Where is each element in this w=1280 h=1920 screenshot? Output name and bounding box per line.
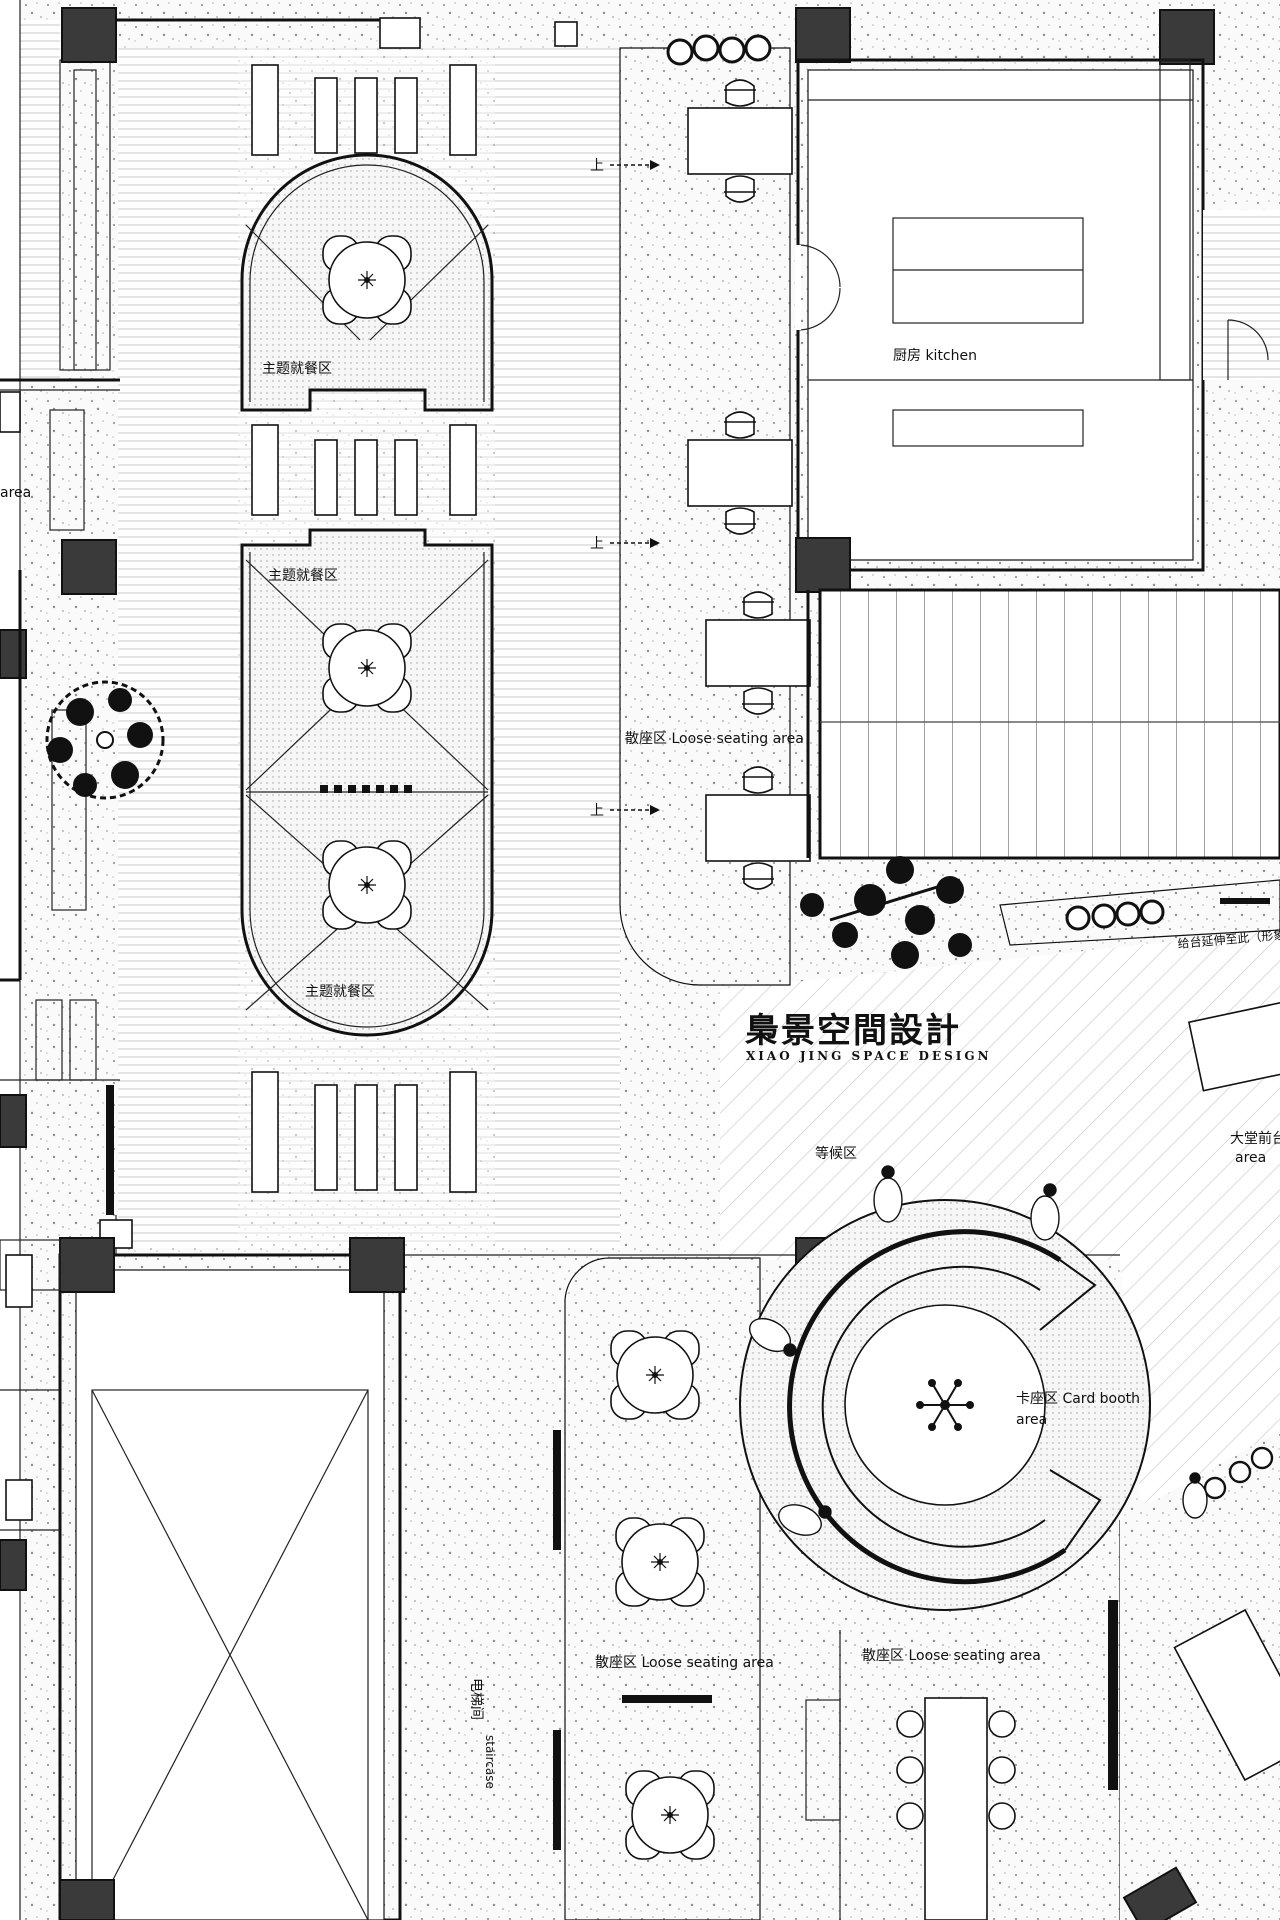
column	[59, 1237, 115, 1293]
label-kitchen: 厨房 kitchen	[893, 348, 977, 364]
tree-icon	[45, 680, 165, 800]
booth-table-icon	[916, 1379, 974, 1431]
label-lobby-area: area	[1235, 1150, 1266, 1166]
label-lobby: 大堂前台	[1230, 1130, 1280, 1147]
column	[61, 7, 117, 63]
round-table-icon	[615, 1517, 705, 1607]
brand-name: 梟景空間設計	[744, 1011, 961, 1051]
label-loose-seating: 散座区 Loose seating area	[625, 731, 804, 747]
round-table-icon	[625, 1770, 715, 1860]
column	[61, 539, 117, 595]
label-card-booth: 卡座区 Card booth	[1016, 1391, 1140, 1407]
column	[795, 537, 851, 593]
label-waiting-area: 等候区	[815, 1145, 857, 1162]
label-staircase: staircase	[483, 1735, 497, 1789]
round-table-icon	[610, 1330, 700, 1420]
column	[349, 1237, 405, 1293]
label-loose-seating: 散座区 Loose seating area	[862, 1648, 1041, 1664]
label-theme-dining: 主题就餐区	[268, 568, 338, 584]
label-theme-dining: 主题就餐区	[305, 984, 375, 1000]
label-loose-seating: 散座区 Loose seating area	[595, 1655, 774, 1671]
label-theme-dining: 主题就餐区	[262, 361, 332, 377]
brand-tagline: XIAO JING SPACE DESIGN	[746, 1049, 992, 1063]
label-card-booth-area: area	[1016, 1412, 1047, 1428]
label-area-fragment: area	[0, 485, 31, 501]
stair-up-mark: 上	[590, 803, 604, 819]
column	[1159, 9, 1215, 65]
label-elevator: 电梯间	[468, 1678, 484, 1720]
round-table-icon	[322, 235, 412, 325]
round-table-icon	[322, 840, 412, 930]
stair-up-mark: 上	[590, 536, 604, 552]
tree-icon	[800, 856, 972, 969]
stair-up-mark: 上	[590, 158, 604, 174]
column	[795, 7, 851, 63]
round-table-icon	[322, 623, 412, 713]
